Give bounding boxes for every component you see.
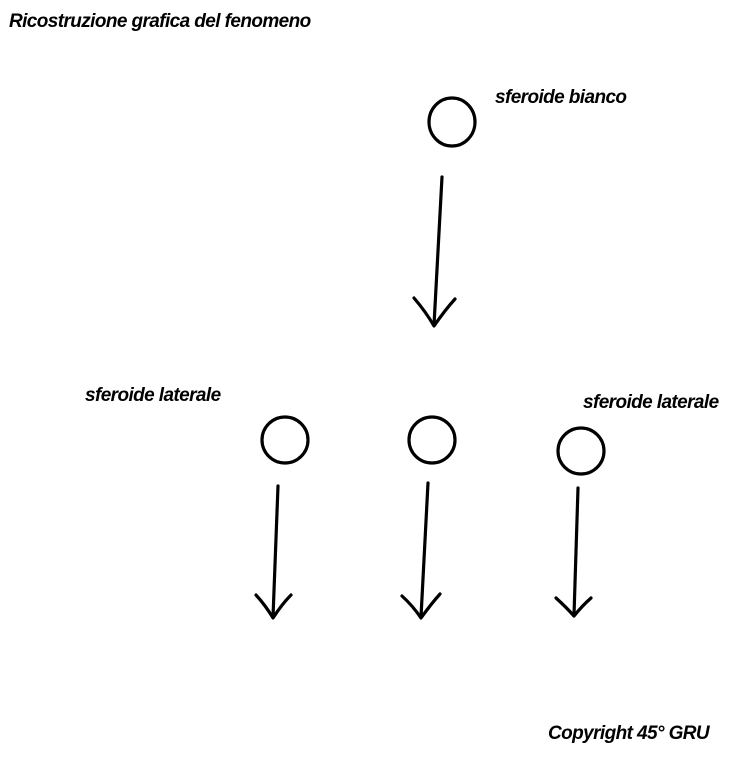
right-spheroid-circle [556, 426, 606, 476]
middle-down-arrow [400, 481, 442, 620]
diagram-title: Ricostruzione grafica del fenomeno [9, 11, 311, 32]
top-down-arrow [412, 175, 457, 328]
copyright-notice: Copyright 45° GRU [548, 723, 710, 744]
label-left-spheroid: sferoide laterale [85, 385, 221, 406]
label-white-spheroid: sferoide bianco [495, 87, 627, 108]
left-down-arrow [254, 484, 293, 620]
white-spheroid-circle [427, 96, 477, 148]
right-down-arrow [554, 486, 593, 618]
label-right-spheroid: sferoide laterale [583, 392, 719, 413]
middle-spheroid-circle [407, 415, 457, 465]
left-spheroid-circle [260, 415, 310, 465]
